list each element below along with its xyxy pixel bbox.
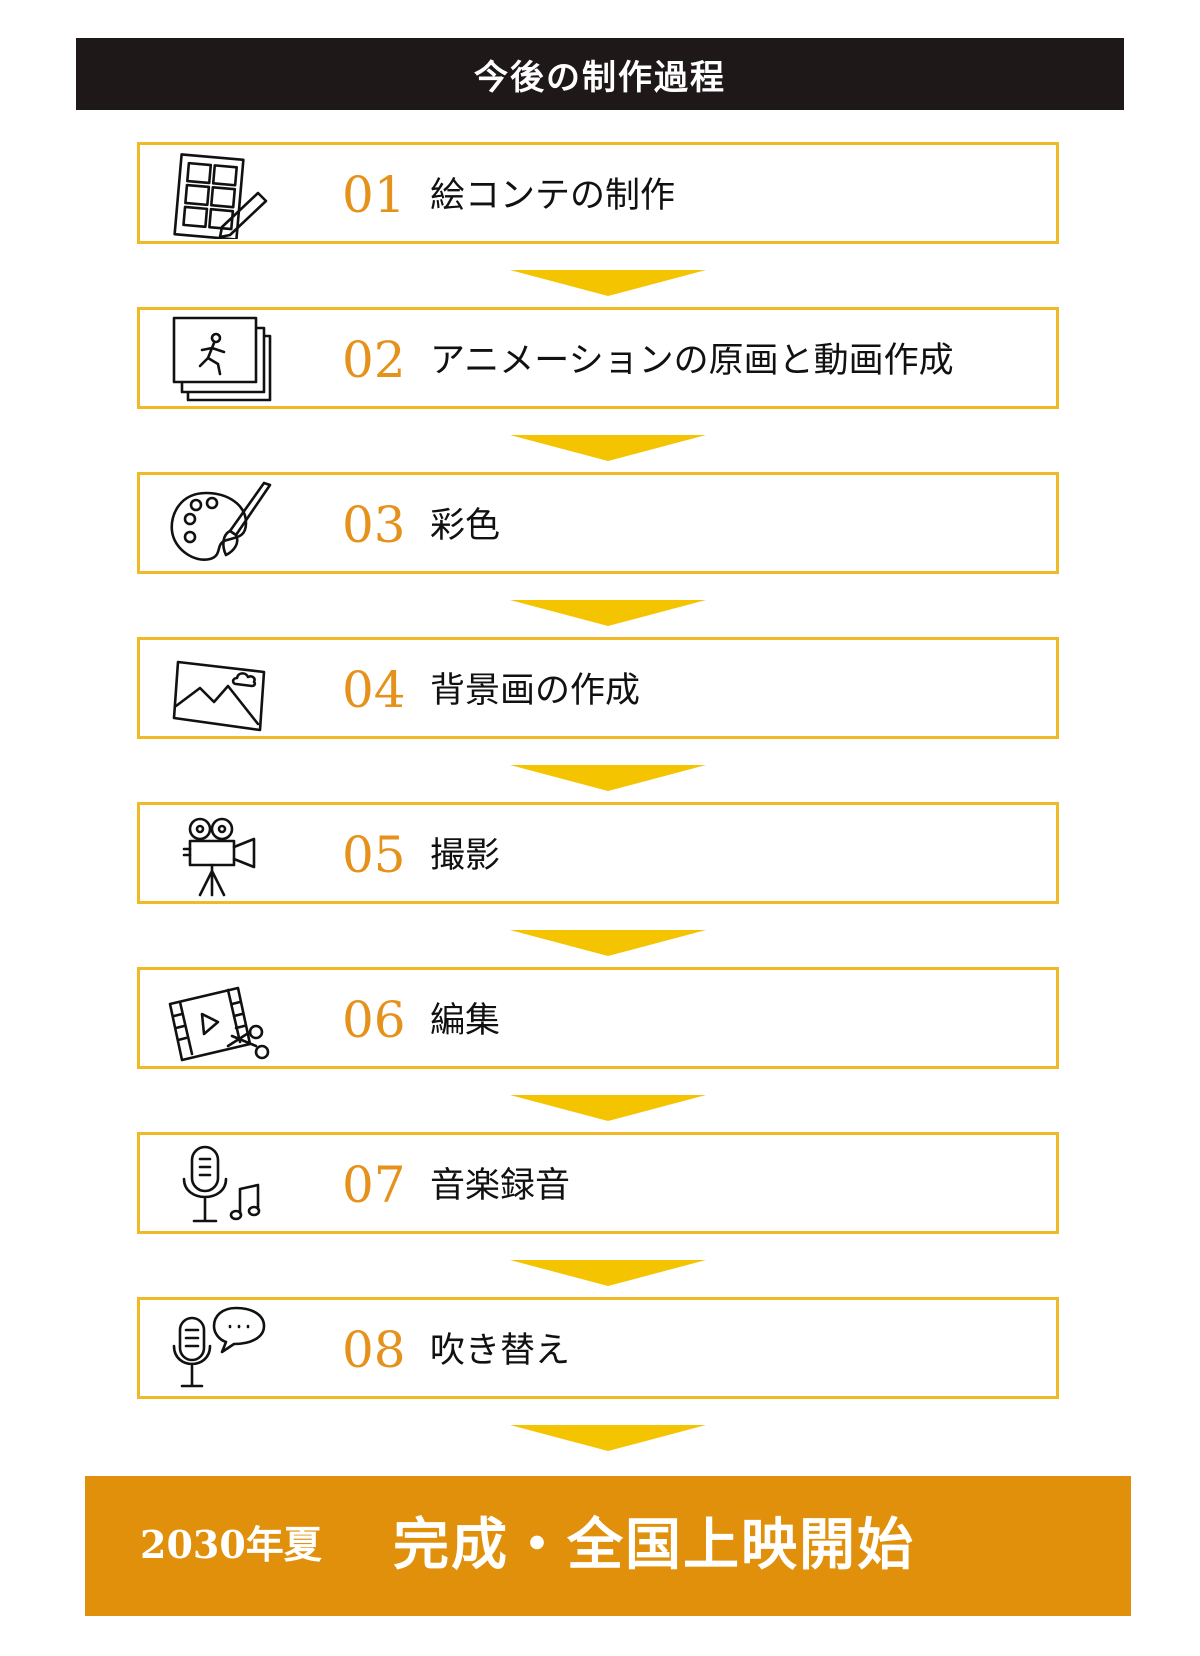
step-04: 04 背景画の作成 [137,637,1059,739]
film-camera-icon [166,809,276,899]
film-scissors-icon [166,974,276,1064]
step-number: 03 [342,496,406,554]
step-label: 吹き替え [430,1331,571,1371]
down-arrow-icon [510,1425,706,1451]
step-label: 彩色 [430,506,501,546]
down-arrow-icon [510,765,706,791]
step-02: 02 アニメーションの原画と動画作成 [137,307,1059,409]
completion-banner: 2030年夏 完成・全国上映開始 [85,1476,1131,1616]
step-label: 音楽録音 [430,1166,571,1206]
palette-brush-icon [166,479,276,569]
step-number: 07 [342,1156,406,1214]
down-arrow-icon [510,1260,706,1286]
step-07: 07 音楽録音 [137,1132,1059,1234]
completion-headline: 完成・全国上映開始 [393,1512,915,1578]
microphone-music-icon [166,1139,276,1229]
landscape-picture-icon [166,644,276,734]
animation-frames-icon [166,314,276,404]
down-arrow-icon [510,270,706,296]
down-arrow-icon [510,930,706,956]
step-number: 01 [342,166,406,224]
step-number: 08 [342,1321,406,1379]
step-03: 03 彩色 [137,472,1059,574]
microphone-speech-icon [166,1304,276,1394]
step-label: 背景画の作成 [430,671,641,711]
step-number: 02 [342,331,406,389]
step-08: 08 吹き替え [137,1297,1059,1399]
step-06: 06 編集 [137,967,1059,1069]
step-label: 編集 [430,1001,501,1041]
step-label: 撮影 [430,836,501,876]
completion-date: 2030年夏 [140,1522,322,1567]
step-label: アニメーションの原画と動画作成 [430,341,954,381]
step-01: 01 絵コンテの制作 [137,142,1059,244]
page-title: 今後の制作過程 [76,38,1124,110]
step-number: 04 [342,661,406,719]
down-arrow-icon [510,600,706,626]
step-label: 絵コンテの制作 [430,176,676,216]
step-05: 05 撮影 [137,802,1059,904]
down-arrow-icon [510,1095,706,1121]
storyboard-icon [166,149,276,239]
down-arrow-icon [510,435,706,461]
step-number: 06 [342,991,406,1049]
step-number: 05 [342,826,406,884]
